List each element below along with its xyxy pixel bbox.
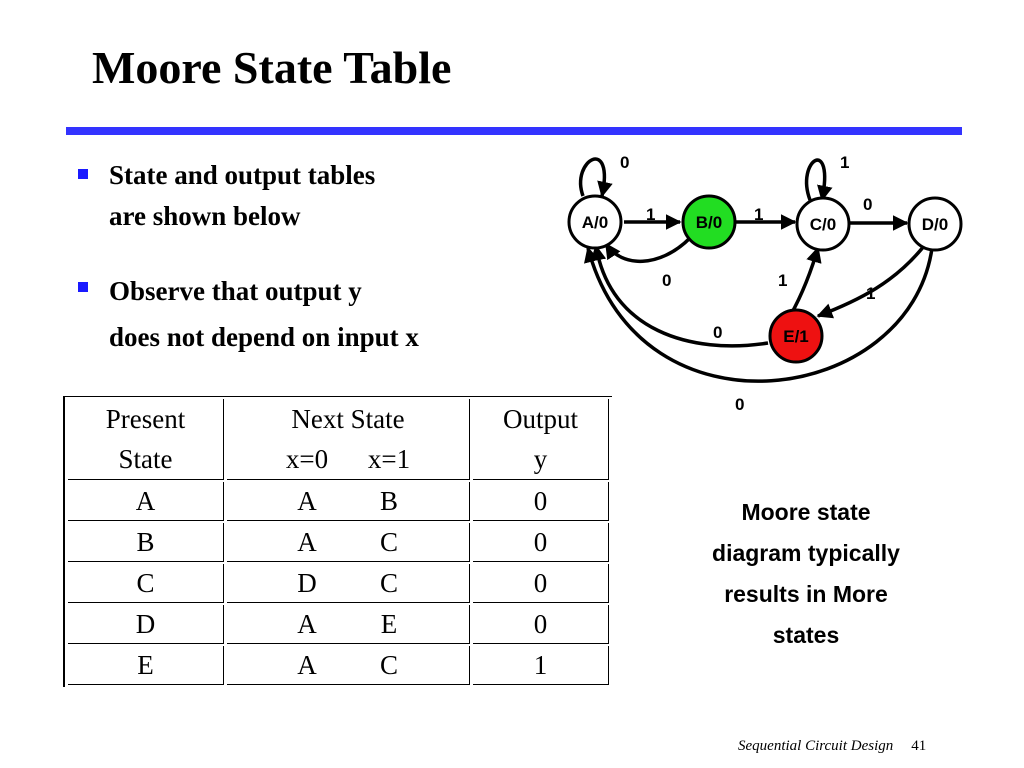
edge-label-C-C: 1 <box>840 153 849 172</box>
transition-D-A <box>584 246 934 383</box>
state-node-B: B/0 <box>681 194 737 250</box>
diagram-note: Moore state diagram typically results in… <box>712 499 900 648</box>
edge-label-C-D: 0 <box>863 195 872 214</box>
edge-label-B-A: 0 <box>662 271 671 290</box>
page-number: 41 <box>911 738 927 754</box>
slide-footer: Sequential Circuit Design 41 <box>738 738 926 755</box>
edge-label-E-C: 1 <box>778 271 787 290</box>
transition-E-A <box>590 244 769 348</box>
edge-label-D-E: 1 <box>866 284 875 303</box>
state-node-D: D/0 <box>907 196 963 252</box>
transition-D-E <box>816 244 926 319</box>
state-node-E: E/1 <box>768 308 824 364</box>
transition-A-A <box>578 157 613 198</box>
edge-label-A-B: 1 <box>646 205 655 224</box>
edge-label-B-C: 1 <box>754 205 763 224</box>
svg-text:C/0: C/0 <box>810 215 836 234</box>
svg-text:A/0: A/0 <box>582 213 608 232</box>
state-node-C: C/0 <box>795 196 851 252</box>
bullet-1-line-2: are shown below <box>109 201 301 231</box>
edge-label-A-A: 0 <box>620 153 629 172</box>
svg-text:D/0: D/0 <box>922 215 948 234</box>
square-bullet-icon <box>78 169 88 179</box>
bullet-item-1: State and output tables are shown below <box>78 155 375 237</box>
bullet-2-line-1: Observe that output y <box>109 276 362 306</box>
slide-title: Moore State Table <box>92 42 452 93</box>
bullet-1-line-1: State and output tables <box>109 160 376 190</box>
transition-B-A <box>604 236 692 264</box>
bullet-item-2: Observe that output y does not depend on… <box>78 268 419 360</box>
title-divider <box>66 127 962 135</box>
svg-text:B/0: B/0 <box>696 213 722 232</box>
square-bullet-icon <box>78 282 88 292</box>
edge-label-E-A: 0 <box>713 323 722 342</box>
footer-text: Sequential Circuit Design <box>738 738 894 754</box>
edge-label-D-A: 0 <box>735 395 744 414</box>
svg-text:E/1: E/1 <box>783 327 809 346</box>
state-node-A: A/0 <box>567 194 623 250</box>
transition-C-C <box>804 158 833 202</box>
bullet-2-line-2: does not depend on input x <box>109 322 419 352</box>
